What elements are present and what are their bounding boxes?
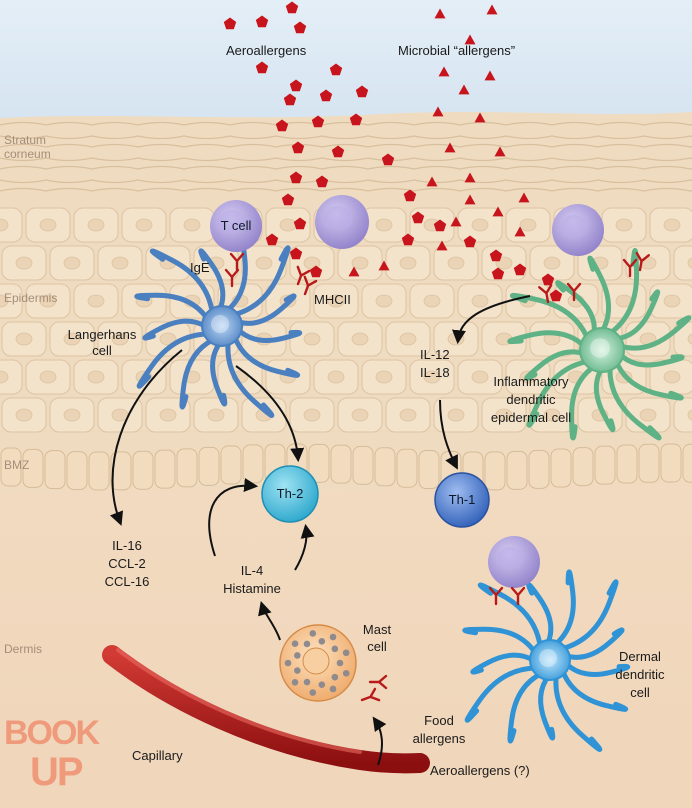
histamine-text: Histamine [223,581,281,596]
arrow-lc-to-il16 [109,349,183,526]
il4-text: IL-4 [240,563,264,578]
th2-label: Th-2 [276,486,304,501]
aeroallergens-label: Aeroallergens [226,43,307,58]
capillary-vessel [102,645,430,774]
mhcii-label: MHCII [314,292,351,307]
mast-line1: Mast [362,622,392,637]
il12-text: IL-12 [420,347,450,362]
food-line2: allergens [412,731,466,746]
dermal-dc-label: Dermal dendritic cell [600,648,680,702]
microbial-allergens-label: Microbial “allergens” [398,43,516,58]
inflammatory-line3: epidermal cell [490,410,572,425]
allergen-particles [223,1,563,302]
il12-il18-label: IL-12 IL-18 [420,346,450,382]
inflammatory-line2: dendritic [506,392,556,407]
arrow-lc-to-th2 [235,365,305,463]
ige-label: IgE [190,260,210,275]
th1-label: Th-1 [448,492,476,507]
t-cell-label: T cell [220,218,252,233]
il18-text: IL-18 [420,365,450,380]
arrow-histamine-to-th2 [294,523,315,571]
mast-cell-label: Mast cell [354,621,400,655]
langerhans-cell-label: Langerhans cell [60,327,144,359]
cytokines-lc-label: IL-16 CCL-2 CCL-16 [92,537,162,591]
stratum-corneum-label: Stratum corneum [4,133,51,161]
arrow-idec-to-il12 [452,295,531,345]
lymphocyte-3 [552,204,604,256]
inflammatory-dc-label: Inflammatory dendritic epidermal cell [478,373,584,427]
t-cell [210,200,262,252]
inflammatory-dendritic-cell [507,248,692,441]
watermark-up: UP [30,750,84,794]
mast-line2: cell [367,639,387,654]
arrow-capillary-to-mast [372,716,387,766]
il4-histamine-label: IL-4 Histamine [206,562,298,598]
receptor-icons [224,252,650,702]
inflammatory-line1: Inflammatory [493,374,569,389]
dermal-dendritic-cell [462,569,631,752]
capillary-label: Capillary [132,748,183,763]
dermal-line1: Dermal [619,649,661,664]
arrow-il18-to-th1 [439,399,458,470]
stratum-label-line1: Stratum [4,133,47,147]
lymphocyte-2 [315,195,369,249]
dermis-label: Dermis [4,642,42,656]
food-allergens-label: Food allergens [404,712,474,748]
th1-cell [434,472,490,528]
ccl2-text: CCL-2 [108,556,146,571]
langerhans-line2: cell [92,343,112,358]
dermal-line2: dendritic [615,667,665,682]
il16-text: IL-16 [112,538,142,553]
ccl16-text: CCL-16 [104,574,150,589]
aeroallergens-question-label: Aeroallergens (?) [430,763,530,778]
stratum-corneum-layers [0,121,692,192]
arrow-il4-to-th2 [208,478,259,557]
langerhans-line1: Langerhans [67,327,137,342]
langerhans-cell [134,235,303,418]
th2-cell [261,465,319,523]
stratum-label-line2: corneum [4,147,51,161]
arrows [109,295,531,766]
food-line1: Food [424,713,454,728]
mast-cell [279,624,357,702]
lymphocyte-4 [488,536,540,588]
arrow-mast-to-il4 [258,600,281,641]
epidermis-label: Epidermis [4,291,58,305]
bmz-label: BMZ [4,458,30,472]
watermark-book: BOOK [4,714,100,752]
dermal-line3: cell [630,685,650,700]
